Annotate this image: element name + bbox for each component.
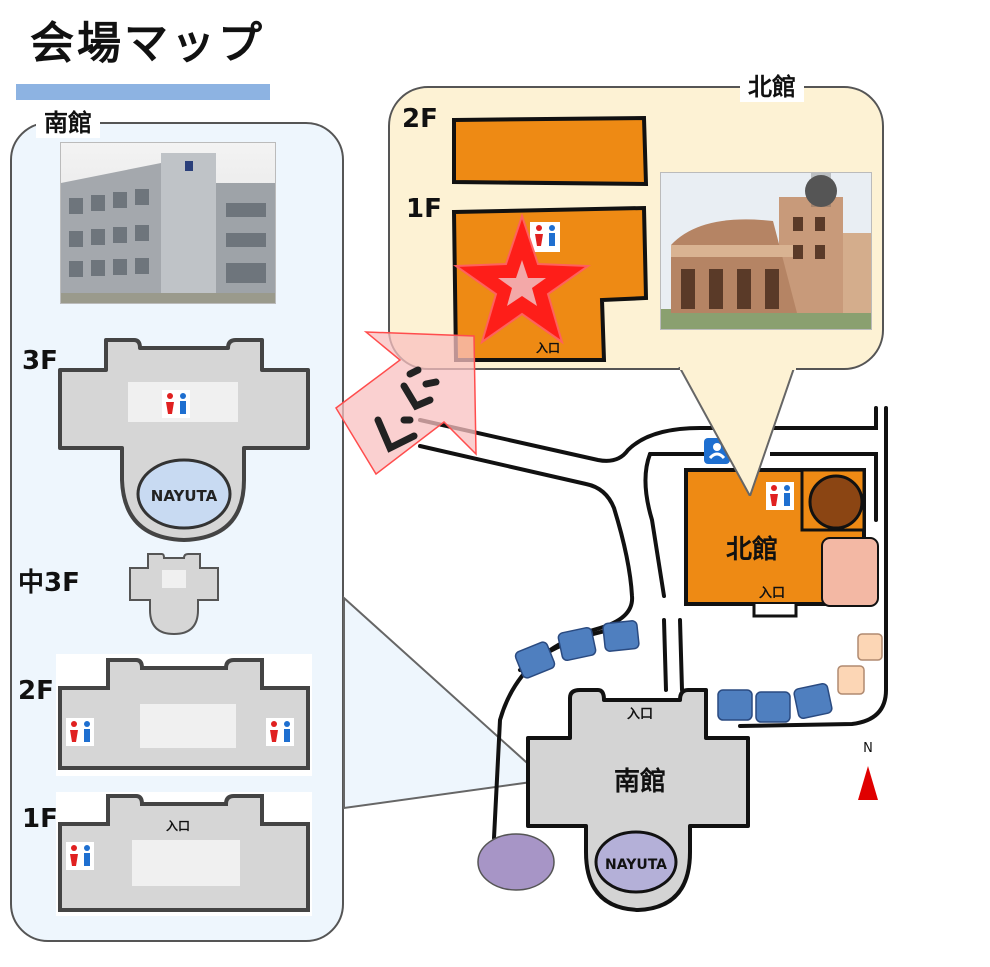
purple-plaza xyxy=(477,833,555,891)
south-building-photo xyxy=(60,142,276,304)
restroom-icon xyxy=(766,482,794,510)
south-floor-label-m3f: 中3F xyxy=(18,568,80,598)
south-floor-label-2f: 2F xyxy=(18,676,54,706)
title-underline xyxy=(16,84,270,100)
south-floor-plan-2f xyxy=(56,654,312,776)
north-building-entrance-label: 入口 xyxy=(759,586,785,601)
south-building-entrance-label: 入口 xyxy=(627,707,653,722)
south-callout-wedge xyxy=(343,595,549,810)
restroom-icon xyxy=(162,390,190,418)
north-1f-entrance-label: 入口 xyxy=(536,341,560,355)
south-1f-entrance-label: 入口 xyxy=(166,819,190,833)
north-building-photo xyxy=(660,172,872,330)
north-floor-plans: 入口 xyxy=(451,115,649,362)
restroom-icon xyxy=(66,842,94,870)
north-callout-wedge xyxy=(678,356,796,496)
south-floor-plan-3f: NAYUTA xyxy=(58,338,310,542)
north-floor-label-2f: 2F xyxy=(402,104,438,134)
parking-spaces xyxy=(514,620,833,723)
stairs-arrow-icon xyxy=(335,331,477,476)
page-title: 会場マップ xyxy=(30,18,265,69)
south-floor-label-3f: 3F xyxy=(22,346,58,376)
south-floor-plan-m3f xyxy=(129,553,219,636)
south-floor-label-1f: 1F xyxy=(22,804,58,834)
south-floor-plan-1f: 入口 xyxy=(56,792,312,916)
south-building-site: 南館 入口 NAYUTA xyxy=(526,688,750,912)
parking-small xyxy=(837,633,883,695)
north-panel-label: 北館 xyxy=(740,72,804,102)
restroom-icon xyxy=(66,718,94,746)
nayuta-hall-label-3f: NAYUTA xyxy=(151,487,218,505)
north-building-label: 北館 xyxy=(726,534,778,565)
north-building-site: 北館 入口 xyxy=(684,468,879,618)
star-marker-icon xyxy=(452,212,592,345)
compass-label: N xyxy=(863,741,873,756)
restroom-icon xyxy=(266,718,294,746)
north-arrow-icon xyxy=(858,766,878,800)
restroom-icon xyxy=(530,222,560,252)
nayuta-hall-label-site: NAYUTA xyxy=(605,857,667,873)
south-building-label: 南館 xyxy=(614,766,666,797)
north-floor-label-1f: 1F xyxy=(406,194,442,224)
south-panel-label: 南館 xyxy=(36,108,100,138)
